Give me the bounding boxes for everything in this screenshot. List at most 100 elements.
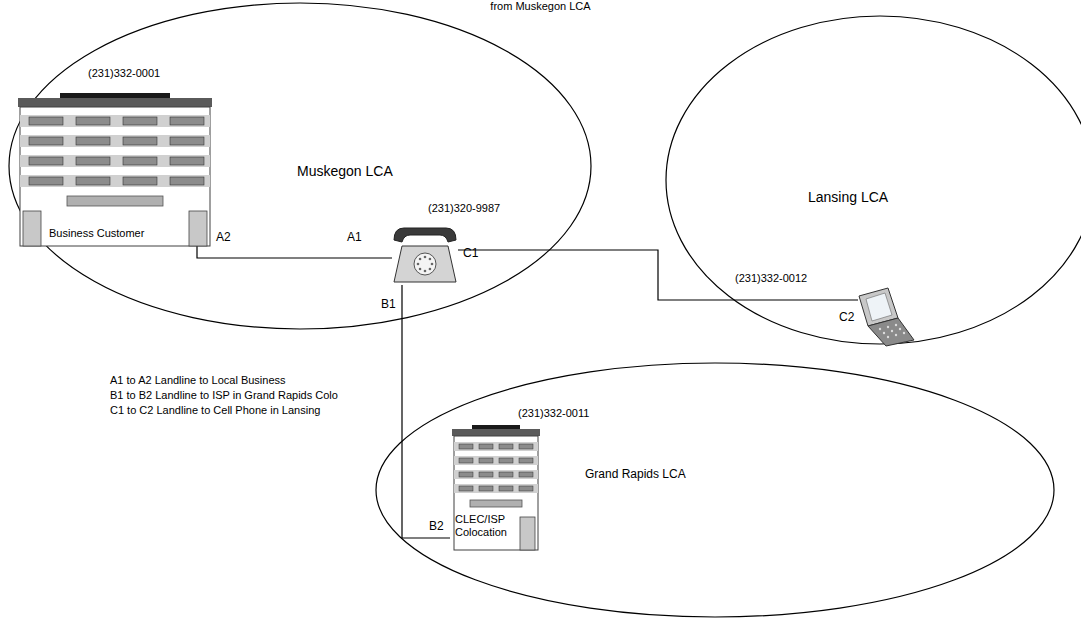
region-name: Lansing LCA	[808, 189, 888, 205]
window	[459, 472, 473, 477]
window	[170, 137, 204, 145]
region-ellipse: Lansing LCA (231)332-0012	[665, 15, 1081, 345]
floor-band	[20, 155, 210, 167]
window	[479, 444, 493, 449]
colocation-building: (231)332-0011CLEC/ISP Colocation	[450, 425, 542, 550]
business-building: (231)332-0001Business Customer	[15, 93, 215, 246]
deskphone-graphic	[392, 222, 458, 285]
phone-key	[883, 332, 885, 334]
dial-hole	[419, 258, 422, 261]
floor-band	[454, 484, 538, 493]
window	[170, 157, 204, 165]
dial-hole	[429, 258, 432, 261]
endpoint-label: C1	[463, 247, 478, 261]
region-ellipse: Muskegon LCA(231)332-0001Business Custom…	[8, 2, 592, 330]
note-text: C1 to C2 Landline to Cell Phone in Lansi…	[110, 404, 320, 417]
window	[170, 177, 204, 185]
site-name: CLEC/ISP Colocation	[455, 513, 515, 538]
dial-hole	[417, 263, 420, 266]
site-name: Business Customer	[49, 227, 144, 240]
dial-hole	[424, 270, 427, 273]
roof-top	[60, 93, 170, 98]
window	[459, 486, 473, 491]
window	[29, 137, 63, 145]
landline-connection	[402, 285, 450, 538]
door	[520, 517, 535, 550]
phone-keypad	[868, 318, 914, 346]
floor-band	[454, 442, 538, 451]
window	[76, 137, 110, 145]
phone-key	[887, 336, 889, 338]
window	[499, 472, 513, 477]
landline-connection	[197, 246, 392, 258]
phone-screen	[866, 293, 892, 321]
window	[479, 472, 493, 477]
phone-number: (231)320-9987	[428, 202, 500, 215]
window	[170, 117, 204, 125]
window	[123, 117, 157, 125]
landline-connection	[458, 250, 858, 300]
door	[23, 211, 41, 246]
building-body	[454, 436, 538, 550]
window	[499, 458, 513, 463]
window	[499, 444, 513, 449]
region-outline	[666, 16, 1081, 344]
dial-hole	[429, 268, 432, 271]
floor-band	[20, 175, 210, 187]
dial-hole	[431, 263, 434, 266]
window	[459, 444, 473, 449]
window	[519, 458, 533, 463]
phone-key	[895, 324, 897, 326]
building-graphic	[15, 93, 215, 246]
floor-band	[454, 470, 538, 479]
window	[29, 177, 63, 185]
diagram-title: from Muskegon LCA	[0, 0, 1081, 13]
phone-number: (231)332-0012	[735, 272, 807, 285]
window	[123, 157, 157, 165]
phone-key	[887, 326, 889, 328]
cellphone-graphic	[858, 288, 916, 346]
landline-phone: (231)320-9987	[392, 222, 458, 285]
window	[519, 472, 533, 477]
endpoint-label: C2	[839, 311, 854, 325]
phone-handset	[394, 228, 456, 242]
note-text: B1 to B2 Landline to ISP in Grand Rapids…	[110, 389, 338, 402]
window	[123, 137, 157, 145]
phone-number: (231)332-0011	[518, 407, 589, 420]
roof-ledge	[18, 98, 212, 107]
cell-phone: (231)332-0012	[858, 288, 916, 346]
window	[76, 157, 110, 165]
region-name: Grand Rapids LCA	[585, 468, 686, 482]
region-outline	[9, 3, 591, 329]
sign-bar	[470, 500, 522, 507]
phone-key	[899, 328, 901, 330]
window	[519, 486, 533, 491]
window	[29, 157, 63, 165]
building-body	[20, 107, 210, 246]
floor-band	[20, 115, 210, 127]
window	[123, 177, 157, 185]
note-text: A1 to A2 Landline to Local Business	[110, 374, 286, 387]
dial-hole	[424, 256, 427, 259]
endpoint-label: B2	[429, 520, 444, 534]
window	[499, 486, 513, 491]
window	[29, 117, 63, 125]
endpoint-label: B1	[381, 298, 396, 312]
phone-key	[903, 332, 905, 334]
region-ellipse: Grand Rapids LCA(231)332-0011CLEC/ISP Co…	[375, 362, 1055, 618]
dial-hole	[419, 268, 422, 271]
region-outline	[376, 363, 1054, 617]
door	[189, 211, 207, 246]
phone-number: (231)332-0001	[88, 67, 160, 80]
roof-ledge	[452, 429, 540, 436]
phone-key	[879, 328, 881, 330]
floor-band	[454, 456, 538, 465]
window	[519, 444, 533, 449]
endpoint-label: A2	[216, 231, 231, 245]
window	[479, 458, 493, 463]
floor-band	[20, 135, 210, 147]
window	[76, 117, 110, 125]
phone-dial	[414, 253, 436, 275]
